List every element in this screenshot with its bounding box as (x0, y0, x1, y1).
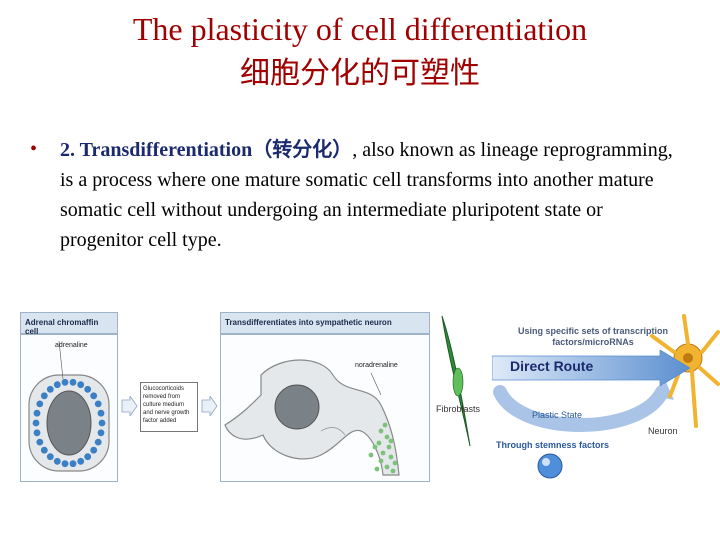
vesicle-dot (386, 444, 392, 450)
transition-arrow-icon (201, 396, 218, 416)
vesicle-dot (46, 385, 54, 393)
vesicle-dot (77, 381, 85, 389)
vesicle-dot (388, 454, 394, 460)
adrenaline-label: adrenaline (55, 342, 88, 349)
vesicle-dot (46, 453, 54, 461)
vesicle-dot (372, 444, 378, 450)
vesicle-dot (53, 457, 61, 465)
bullet-body: , also known as lineage reprogramming, i… (60, 139, 673, 251)
vesicle-dot (36, 438, 44, 446)
vesicle-dot (33, 409, 41, 417)
reprogramming-diagram (441, 314, 720, 479)
vesicle-dot (94, 438, 102, 446)
vesicle-dot (90, 392, 98, 400)
vesicle-dot (384, 434, 390, 440)
vesicle-dot (84, 385, 92, 393)
sympathetic-neuron-illustration (224, 359, 400, 476)
fibroblasts-label: Fibroblasts (436, 404, 481, 414)
slide-title-chinese: 细胞分化的可塑性 (240, 56, 480, 91)
vesicle-dot (380, 450, 386, 456)
panel-neuron-title: Transdifferentiates into sympathetic neu… (220, 312, 430, 334)
vesicle-dot (382, 422, 388, 428)
condition-box: Glucocorticoids removed from culture med… (140, 382, 198, 432)
vesicle-dot (378, 458, 384, 464)
vesicle-dot (97, 429, 105, 437)
vesicle-dot (90, 446, 98, 454)
vesicle-dot (69, 460, 77, 468)
neuron-label: Neuron (648, 426, 678, 436)
vesicle-dot (32, 419, 40, 427)
plastic-state-label: Plastic State (532, 410, 583, 420)
vesicle-dot (378, 428, 384, 434)
chromaffin-figure: Adrenal chromaffin cell adrenaline Gluco… (20, 312, 430, 482)
vesicle-dot (374, 466, 380, 472)
panel-neuron: noradrenaline (220, 334, 430, 482)
bullet-term: 2. Transdifferentiation (60, 139, 253, 161)
adrenaline-vesicles (32, 378, 106, 468)
noradrenaline-vesicles (368, 422, 398, 474)
vesicle-dot (84, 453, 92, 461)
direct-route-label: Direct Route (510, 358, 594, 374)
vesicle-dot (53, 381, 61, 389)
panel-chromaffin: adrenaline (20, 334, 118, 482)
bullet-term-chinese: （转分化） (252, 137, 353, 161)
panel-chromaffin-title: Adrenal chromaffin cell (20, 312, 118, 336)
bullet-marker: • (30, 138, 38, 160)
slide-title: The plasticity of cell differentiation (132, 11, 588, 47)
vesicle-dot (376, 440, 382, 446)
transition-arrow-icon (121, 396, 138, 416)
vesicle-dot (94, 400, 102, 408)
bullet-text: 2. Transdifferentiation（转分化）, also known… (60, 134, 690, 255)
vesicle-dot (390, 468, 396, 474)
vesicle-dot (388, 438, 394, 444)
vesicle-dot (61, 460, 69, 468)
vesicle-dot (98, 419, 106, 427)
vesicle-dot (36, 400, 44, 408)
vesicle-dot (384, 464, 390, 470)
vesicle-dot (40, 392, 48, 400)
vesicle-dot (97, 409, 105, 417)
transcription-factor-note: Using specific sets of transcription fac… (517, 326, 669, 347)
chromaffin-cell-illustration (28, 340, 110, 472)
stemness-label: Through stemness factors (496, 440, 610, 450)
vesicle-dot (392, 460, 398, 466)
vesicle-dot (368, 452, 374, 458)
bullet-point: • 2. Transdifferentiation（转分化）, also kno… (30, 134, 690, 255)
direct-route-arrow-icon (492, 350, 690, 386)
vesicle-dot (33, 429, 41, 437)
noradrenaline-label: noradrenaline (355, 362, 398, 369)
vesicle-dot (77, 457, 85, 465)
vesicle-dot (61, 378, 69, 386)
reprogramming-figure: Using specific sets of transcription fac… (430, 296, 720, 486)
vesicle-dot (40, 446, 48, 454)
vesicle-dot (69, 378, 77, 386)
condition-text: Glucocorticoids removed from culture med… (143, 386, 190, 424)
